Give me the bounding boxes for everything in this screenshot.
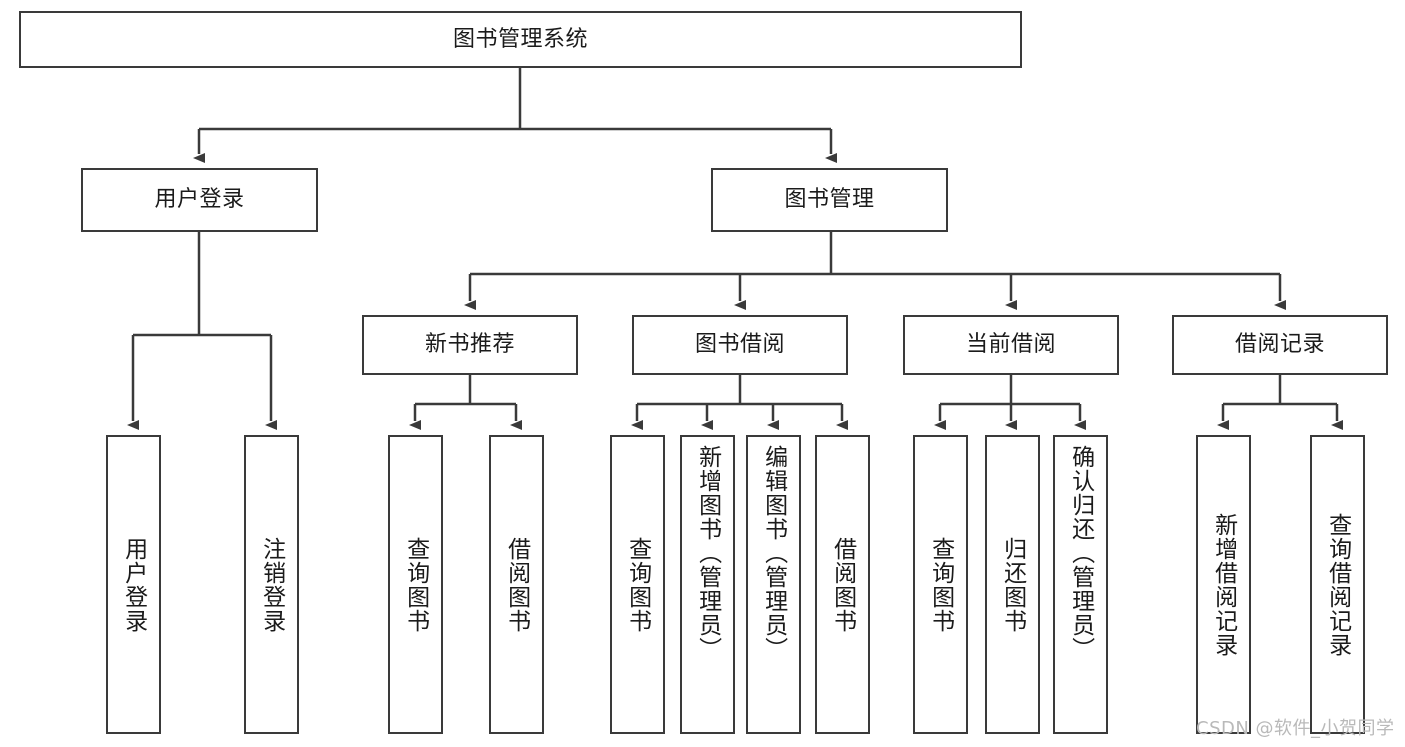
node-leaf-edit-book[interactable]: 编辑图书（管理员） — [746, 435, 801, 734]
node-leaf-query-book-3-label: 查询图书 — [927, 536, 954, 633]
node-leaf-borrow-book-1-label: 借阅图书 — [503, 536, 530, 633]
node-leaf-add-book[interactable]: 新增图书（管理员） — [680, 435, 735, 734]
node-leaf-add-book-label: 新增图书（管理员） — [694, 445, 721, 661]
node-book-borrow-label: 图书借阅 — [694, 332, 785, 358]
node-leaf-borrow-book-2[interactable]: 借阅图书 — [815, 435, 870, 734]
node-book-manage-label: 图书管理 — [784, 187, 875, 213]
node-leaf-confirm-return[interactable]: 确认归还（管理员） — [1053, 435, 1108, 734]
node-leaf-user-login[interactable]: 用户登录 — [106, 435, 161, 734]
node-leaf-add-borrow-record-label: 新增借阅记录 — [1210, 512, 1237, 657]
node-root[interactable]: 图书管理系统 — [19, 11, 1022, 68]
node-borrow-record[interactable]: 借阅记录 — [1172, 315, 1388, 375]
node-leaf-query-borrow-record[interactable]: 查询借阅记录 — [1310, 435, 1365, 734]
node-leaf-user-login-label: 用户登录 — [120, 536, 147, 633]
node-borrow-record-label: 借阅记录 — [1234, 332, 1325, 358]
node-book-borrow[interactable]: 图书借阅 — [632, 315, 848, 375]
node-leaf-query-borrow-record-label: 查询借阅记录 — [1324, 512, 1351, 657]
node-book-manage[interactable]: 图书管理 — [711, 168, 948, 232]
node-leaf-borrow-book-2-label: 借阅图书 — [829, 536, 856, 633]
node-leaf-confirm-return-label: 确认归还（管理员） — [1067, 445, 1094, 661]
node-leaf-query-book-2[interactable]: 查询图书 — [610, 435, 665, 734]
node-user-login[interactable]: 用户登录 — [81, 168, 318, 232]
node-leaf-user-logout[interactable]: 注销登录 — [244, 435, 299, 734]
node-current-borrow[interactable]: 当前借阅 — [903, 315, 1119, 375]
node-leaf-add-borrow-record[interactable]: 新增借阅记录 — [1196, 435, 1251, 734]
node-leaf-return-book-label: 归还图书 — [999, 536, 1026, 633]
node-leaf-query-book-2-label: 查询图书 — [624, 536, 651, 633]
csdn-watermark: CSDN @软件_小贺同学 — [1196, 718, 1395, 739]
node-leaf-edit-book-label: 编辑图书（管理员） — [760, 445, 787, 661]
node-leaf-query-book-3[interactable]: 查询图书 — [913, 435, 968, 734]
node-leaf-return-book[interactable]: 归还图书 — [985, 435, 1040, 734]
node-new-book-recommend-label: 新书推荐 — [424, 332, 515, 358]
node-leaf-query-book-1[interactable]: 查询图书 — [388, 435, 443, 734]
node-new-book-recommend[interactable]: 新书推荐 — [362, 315, 578, 375]
node-user-login-label: 用户登录 — [154, 187, 245, 213]
node-root-label: 图书管理系统 — [452, 26, 588, 52]
node-leaf-user-logout-label: 注销登录 — [258, 536, 285, 633]
node-leaf-borrow-book-1[interactable]: 借阅图书 — [489, 435, 544, 734]
node-leaf-query-book-1-label: 查询图书 — [402, 536, 429, 633]
node-current-borrow-label: 当前借阅 — [965, 332, 1056, 358]
